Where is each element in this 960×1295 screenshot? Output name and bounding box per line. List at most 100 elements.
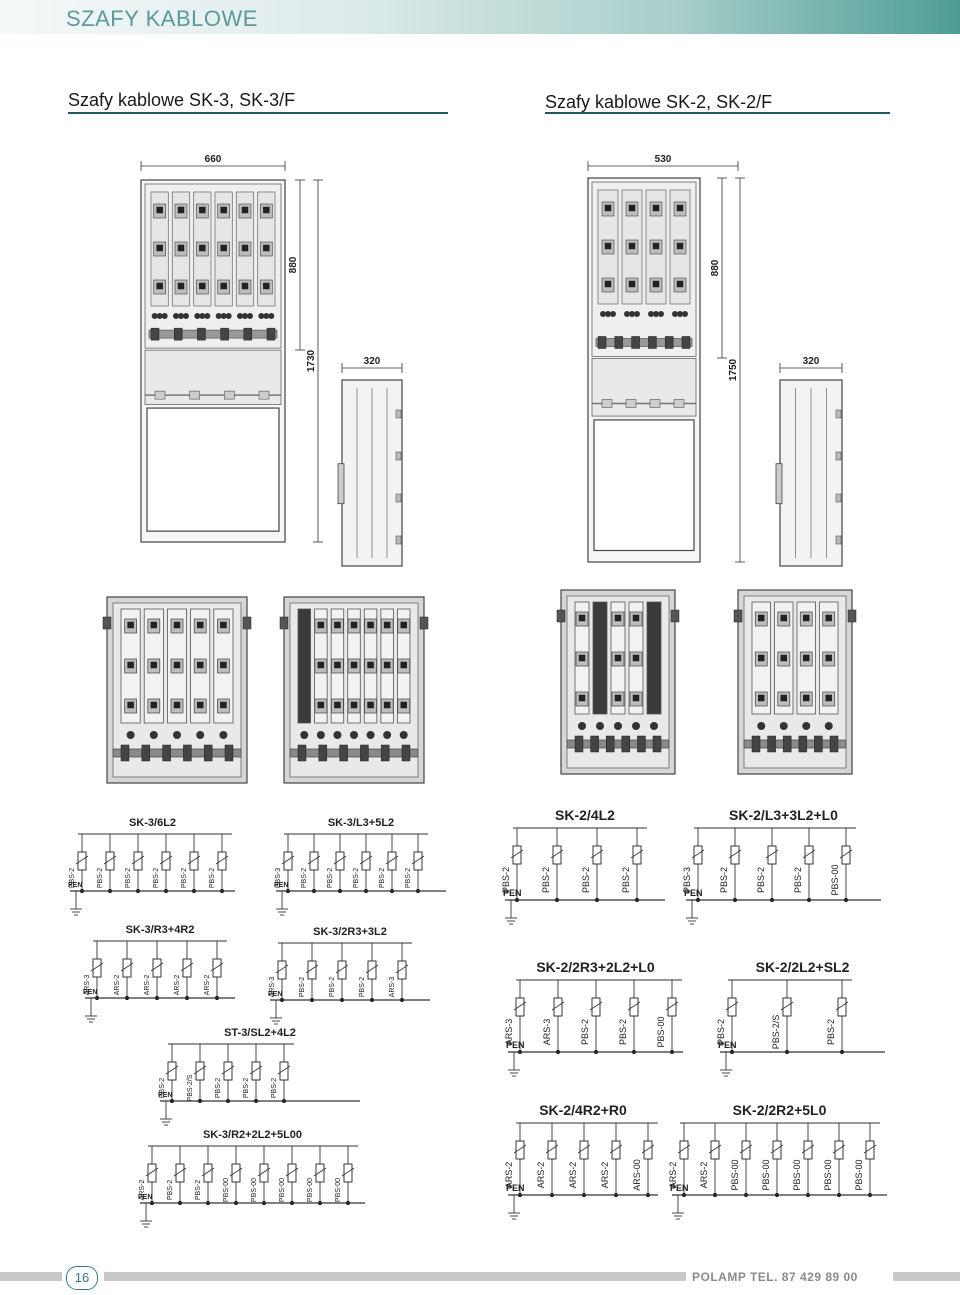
sch-sk3-l3-5l2-title: SK-3/L3+5L2 [328, 817, 394, 829]
sk3-width-dim-label: 660 [205, 154, 222, 165]
sch-st3-sl2-4l2-fuse-slash [165, 1065, 179, 1075]
sch-sk2-2r2-5l0-device-label: PBS-00 [854, 1159, 864, 1190]
section-title-sk3: Szafy kablowe SK-3, SK-3/F [68, 90, 296, 110]
sch-sk3-l3-5l2-fuse-symbol [283, 851, 293, 871]
sch-sk3-r2-2l2-5l00-fuse-slash [201, 1167, 215, 1177]
sch-sk2-4r2-r0-fuse-symbol [611, 1140, 621, 1160]
sch-sk2-2r2-5l0-fuse-symbol [741, 1140, 751, 1160]
sk2-fuse-holder [652, 204, 660, 212]
photo-sk2-b-panel-terminal [757, 722, 766, 730]
sch-sk2-2l2-sl2-device-label: PBS-2 [826, 1019, 836, 1045]
sch-sk2-2l2-sl2-fuse-symbol [782, 997, 792, 1017]
photo-sk2-a-panel-fuse-cap [632, 654, 640, 662]
sk3-bus-rail [148, 329, 278, 339]
sch-sk3-l3-5l2-device-label: PBS-3 [275, 868, 282, 888]
sch-sk3-6l2-device-label: PBS-2 [125, 868, 132, 888]
sch-sk2-2r3-2l2-l0-title: SK-2/2R3+2L2+L0 [536, 959, 654, 975]
sch-sk2-4r2-r0-fuse-slash [513, 1144, 527, 1154]
photo-sk3-a-panel-fuse-cap [173, 701, 181, 709]
photo-sk2-a-panel-terminal [596, 722, 604, 730]
sch-sk2-2r3-2l2-l0-device-label: ARS-3 [542, 1019, 552, 1046]
sch-sk2-4l2-title: SK-2/4L2 [555, 807, 615, 823]
photo-sk3-b-panel-terminal [383, 731, 392, 739]
sch-sk3-6l2-title: SK-3/6L2 [129, 817, 176, 829]
sch-sk2-4r2-r0-device-label: ARS-2 [536, 1162, 546, 1189]
photo-sk2-b-panel-bus-clamp [829, 735, 839, 753]
photo-sk2-b-panel-fuse-cap [758, 614, 765, 622]
photo-sk3-a-panel-terminal [219, 731, 228, 739]
sch-sk3-r2-2l2-5l00-fuse-symbol [315, 1163, 325, 1183]
photo-sk3-a-panel-fuse-cap [127, 661, 134, 669]
sch-sk3-2r3-3l2-fuse-slash [275, 964, 289, 974]
sch-sk2-2r2-5l0-fuse-symbol [834, 1140, 844, 1160]
sch-sk2-2r2-5l0-fuse-slash [677, 1144, 691, 1154]
sch-sk3-r2-2l2-5l00-pen-label: PEN [138, 1194, 152, 1201]
sch-sk2-4r2-r0-fuse-symbol [515, 1140, 525, 1160]
sch-sk2-2l2-sl2-device-label: PBS-2 [716, 1019, 726, 1045]
sk2-terminal [658, 311, 664, 317]
sch-sk2-4r2-r0-fuse-symbol [547, 1140, 557, 1160]
sk3-bus-clamp [197, 327, 206, 341]
sch-sk3-l3-5l2-fuse-slash [359, 855, 373, 865]
sch-sk2-4r2-r0-title: SK-2/4R2+R0 [539, 1102, 627, 1118]
sch-sk3-r3-4r2-fuse-slash [180, 962, 194, 972]
sch-sk2-4l2-fuse-symbol [592, 845, 602, 865]
sch-sk3-6l2-fuse-slash [103, 855, 117, 865]
sch-sk2-2l2-sl2-fuse-symbol [727, 997, 737, 1017]
sch-sk2-2r2-5l0-device-label: PBS-00 [730, 1159, 740, 1190]
photo-sk2-a-panel-terminal [650, 722, 658, 730]
sk3-fuse-holder [156, 206, 163, 214]
sch-sk2-l3-3l2-l0-device-label: PBS-3 [682, 867, 692, 893]
sch-sk2-4r2-r0-device-label: ARS-2 [600, 1162, 610, 1189]
photo-sk2-b-panel-fuse-cap [825, 614, 832, 622]
photo-sk3-b-panel-fuse-cap [367, 661, 374, 669]
sch-sk3-r2-2l2-5l00-fuse-symbol [147, 1163, 157, 1183]
photo-sk2-a-panel-fuse-cap [632, 614, 640, 622]
photo-sk3-b-panel-fuse-cap [334, 661, 341, 669]
sk2-base-window [593, 419, 695, 552]
sch-st3-sl2-4l2-fuse-slash [221, 1065, 235, 1075]
photo-sk2-b-panel-bus-clamp [751, 735, 761, 753]
photo-sk2-a-panel-terminal [614, 722, 622, 730]
sch-sk3-l3-5l2-fuse-slash [307, 855, 321, 865]
sch-sk2-2r3-2l2-l0-fuse-symbol [553, 997, 563, 1017]
sk3-base-window [146, 407, 280, 532]
photo-sk3-a-panel-hinge-b [242, 616, 252, 630]
sk3-terminal [268, 313, 275, 319]
sch-sk2-2l2-sl2-title: SK-2/2L2+SL2 [756, 959, 850, 975]
sch-sk3-r2-2l2-5l00-fuse-slash [313, 1167, 327, 1177]
sch-sk3-2r3-3l2-fuse-symbol [277, 960, 287, 980]
photo-sk3-b-panel-hinge-a [279, 616, 289, 630]
sch-sk2-l3-3l2-l0-pen-label: PEN [684, 888, 703, 898]
photo-sk3-a-panel-fuse-cap [220, 661, 227, 669]
sk3-fuse-holder [263, 244, 270, 252]
sch-sk2-2r2-5l0-fuse-symbol [710, 1140, 720, 1160]
sk3-terminal [225, 313, 232, 319]
photo-sk3-b-panel-terminal [350, 731, 358, 739]
sch-sk2-2r2-5l0-fuse-slash [770, 1144, 784, 1154]
sk2-bus-rail [595, 338, 693, 347]
sk3-bus-clamp [266, 327, 276, 341]
sch-sk3-r3-4r2-fuse-slash [150, 962, 164, 972]
sch-sk2-l3-3l2-l0-device-label: PBS-00 [830, 864, 840, 895]
sch-sk3-6l2-pen-label: PEN [68, 882, 82, 889]
sk3-terminal [263, 313, 270, 319]
sk3-fuse-holder [199, 244, 206, 252]
sch-sk2-4l2-fuse-slash [630, 849, 644, 859]
sch-sk3-6l2-device-label: PBS-2 [209, 868, 216, 888]
sch-sk3-r2-2l2-5l00-fuse-symbol [287, 1163, 297, 1183]
sch-sk3-r3-4r2-device-label: ARS-3 [84, 975, 91, 996]
photo-sk2-a-panel-bus [566, 739, 670, 749]
sch-sk2-2r2-5l0-fuse-symbol [803, 1140, 813, 1160]
photo-sk3-a-panel-bus-clamp [162, 744, 171, 762]
sk3-bus-clamp [173, 327, 183, 341]
sch-sk2-4l2-device-label: PBS-2 [501, 867, 511, 893]
sch-st3-sl2-4l2-device-label: PBS-2 [271, 1078, 278, 1098]
sch-sk2-4l2-fuse-slash [550, 849, 564, 859]
sch-sk2-4r2-r0-device-label: ARS-2 [568, 1162, 578, 1189]
sch-sk2-l3-3l2-l0-device-label: PBS-2 [756, 867, 766, 893]
sch-sk2-2l2-sl2-device-label: PBS-2/S [771, 1015, 781, 1050]
photo-sk2-b-panel-hinge-b [847, 609, 857, 623]
sch-sk2-l3-3l2-l0-fuse-slash [728, 849, 742, 859]
sk3-terminal [215, 313, 222, 319]
